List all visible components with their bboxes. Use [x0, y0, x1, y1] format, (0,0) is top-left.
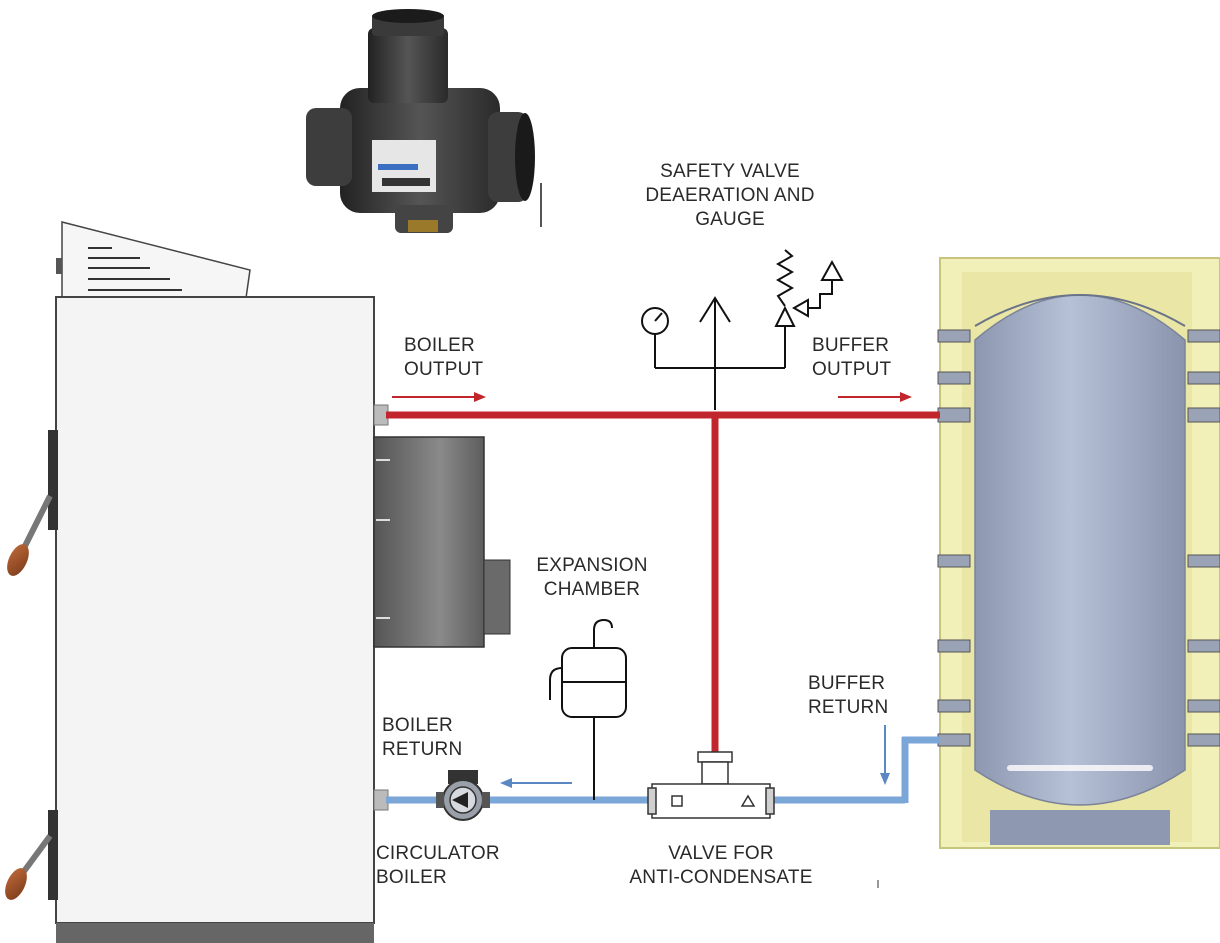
- label-line: EXPANSION: [536, 555, 648, 576]
- label-line: BUFFER: [812, 335, 890, 356]
- expansion-chamber-label: EXPANSION CHAMBER: [522, 554, 662, 602]
- label-line: BUFFER: [808, 673, 886, 694]
- label-line: RETURN: [808, 697, 889, 718]
- expansion-vessel-icon: [549, 618, 627, 800]
- boiler-output-arrow: [392, 392, 486, 402]
- label-line: BOILER: [404, 335, 475, 356]
- hot-pipe: [386, 411, 940, 760]
- anti-condensate-valve-label: VALVE FOR ANTI-CONDENSATE: [606, 842, 836, 890]
- anti-condensate-valve-icon: [647, 751, 775, 819]
- label-line: CHAMBER: [543, 579, 641, 600]
- safety-group: [654, 296, 786, 410]
- label-line: SAFETY VALVE: [660, 161, 800, 182]
- safety-valve-label: SAFETY VALVE DEAERATION AND GAUGE: [620, 160, 840, 232]
- label-line: CIRCULATOR: [376, 843, 500, 864]
- buffer-output-label: BUFFER OUTPUT: [812, 334, 891, 382]
- label-line: RETURN: [382, 739, 463, 760]
- boiler: [5, 221, 511, 943]
- pressure-gauge-icon: [641, 307, 669, 335]
- return-arrow: [500, 778, 572, 788]
- label-line: DEAERATION AND: [645, 185, 815, 206]
- label-line: BOILER: [376, 867, 447, 888]
- safety-valve-icon: [774, 249, 844, 327]
- boiler-return-label: BOILER RETURN: [382, 714, 462, 762]
- three-way-valve-photo: [306, 9, 535, 233]
- label-line: OUTPUT: [812, 359, 892, 380]
- circulator-boiler-label: CIRCULATOR BOILER: [376, 842, 500, 890]
- buffer-output-arrow: [838, 392, 912, 402]
- boiler-output-label: BOILER OUTPUT: [404, 334, 483, 382]
- label-line: BOILER: [382, 715, 453, 736]
- label-line: VALVE FOR: [668, 843, 774, 864]
- label-line: ANTI-CONDENSATE: [629, 867, 813, 888]
- buffer-return-label: BUFFER RETURN: [808, 672, 888, 720]
- label-line: GAUGE: [695, 209, 765, 230]
- circulator-pump-icon: [436, 770, 490, 821]
- label-line: OUTPUT: [404, 359, 484, 380]
- buffer-return-arrow: [880, 725, 890, 785]
- buffer-tank: [937, 257, 1220, 849]
